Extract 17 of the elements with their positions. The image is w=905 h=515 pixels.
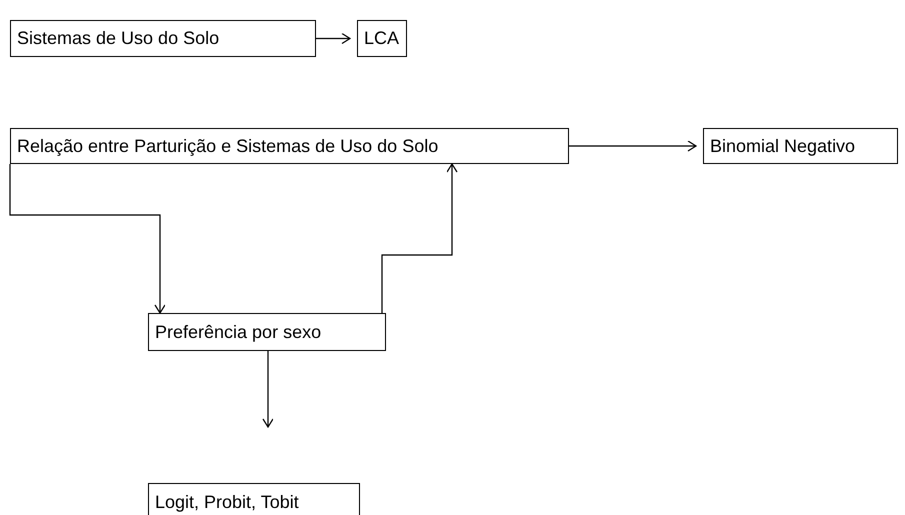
- process-box: [357, 20, 407, 57]
- process-box: [10, 20, 316, 57]
- process-box: [10, 128, 569, 164]
- box-label: Binomial Negativo: [710, 136, 856, 156]
- arrow: [569, 140, 697, 152]
- box-label: Relação entre Parturição e Sistemas de Uso do Solo: [17, 136, 438, 156]
- box-label: Logit, Probit, Tobit: [155, 492, 299, 512]
- arrow: [381, 163, 458, 313]
- box-label: LCA: [364, 28, 400, 49]
- arrow: [262, 351, 274, 428]
- box-label: Sistemas de Uso do Solo: [17, 28, 220, 49]
- arrow: [316, 32, 351, 44]
- process-box: [703, 128, 898, 164]
- process-box: [148, 313, 386, 351]
- arrow: [9, 164, 166, 314]
- process-box: [148, 483, 360, 515]
- box-label: Preferência por sexo: [155, 322, 322, 342]
